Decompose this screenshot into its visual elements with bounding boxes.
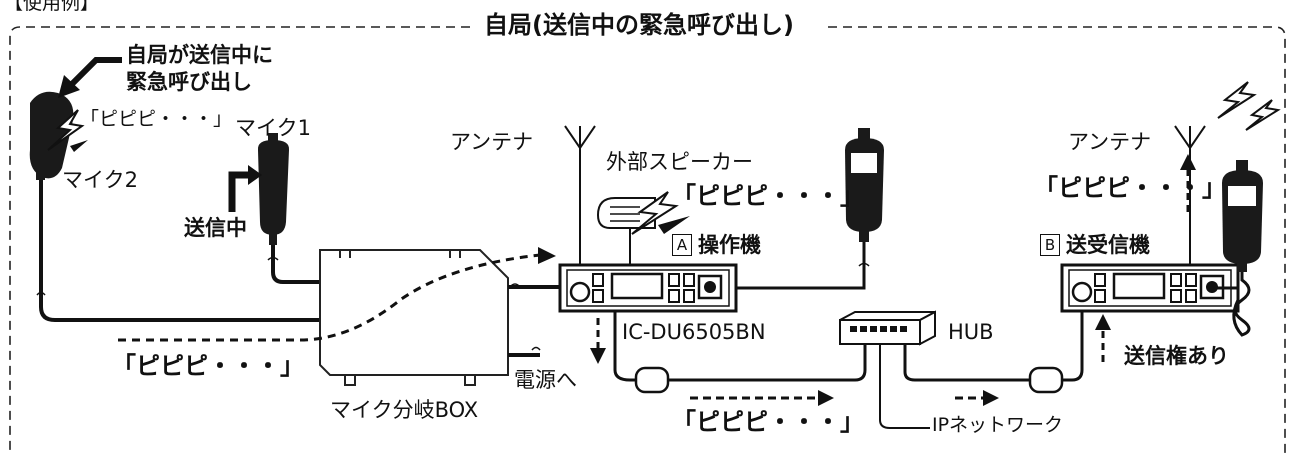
mic2-cable [39, 180, 330, 322]
model-label: IC-DU6505BN [622, 320, 766, 344]
mic1-label: マイク1 [235, 116, 311, 140]
microphone-icon [29, 91, 74, 180]
arrow-icon [228, 171, 250, 212]
transmit-right-label: 送信権あり [1124, 344, 1229, 368]
unit-b-label: 送受信機 [1066, 233, 1150, 257]
microphone-icon [257, 133, 290, 245]
antenna-icon [1174, 125, 1206, 265]
mic-box-label: マイク分岐BOX [330, 398, 479, 422]
mic-branch-box-icon [319, 249, 509, 386]
radio-unit-icon [558, 263, 738, 313]
speaker-icon [596, 197, 656, 265]
power-label: 電源へ [514, 368, 577, 392]
microphone-icon [845, 128, 884, 242]
right-tone: 「ピピピ・・・」 [1034, 174, 1226, 202]
antenna-left-label: アンテナ [450, 130, 534, 154]
callout-line1: 自局が送信中に [126, 43, 273, 67]
mic1-cable [271, 245, 330, 284]
ip-network-label: IPネットワーク [932, 414, 1064, 436]
frame-title: 自局(送信中の緊急呼び出し) [480, 13, 798, 37]
unit-b-badge: B [1040, 234, 1060, 256]
radio-unit-icon [1060, 263, 1240, 313]
arrow-icon [67, 57, 122, 89]
lightning-icon [47, 109, 85, 151]
left-bottom-tone: 「ピピピ・・・」 [112, 352, 304, 380]
microphone-icon [1222, 160, 1263, 272]
lightning-icon [1245, 99, 1281, 131]
unit-a-label: 操作機 [698, 233, 761, 257]
unit-a-badge: A [672, 234, 692, 256]
center-bottom-tone: 「ピピピ・・・」 [672, 408, 864, 436]
hub-icon [839, 310, 936, 346]
transmitting-label: 送信中 [184, 216, 247, 240]
lightning-icon [1217, 81, 1257, 119]
frame-border [9, 26, 1286, 455]
mic2-label: マイク2 [62, 168, 138, 192]
header-label: 【使用例】 [4, 0, 100, 14]
antenna-right-label: アンテナ [1068, 130, 1152, 154]
hub-label: HUB [948, 320, 994, 344]
external-speaker-label: 外部スピーカー [606, 150, 753, 174]
speaker-tone: 「ピピピ・・・」 [672, 182, 864, 210]
antenna-icon [564, 125, 596, 265]
lightning-icon [631, 191, 679, 235]
mic2-tone: 「ピピピ・・・」 [80, 108, 233, 130]
callout-line2: 緊急呼び出し [126, 70, 252, 94]
